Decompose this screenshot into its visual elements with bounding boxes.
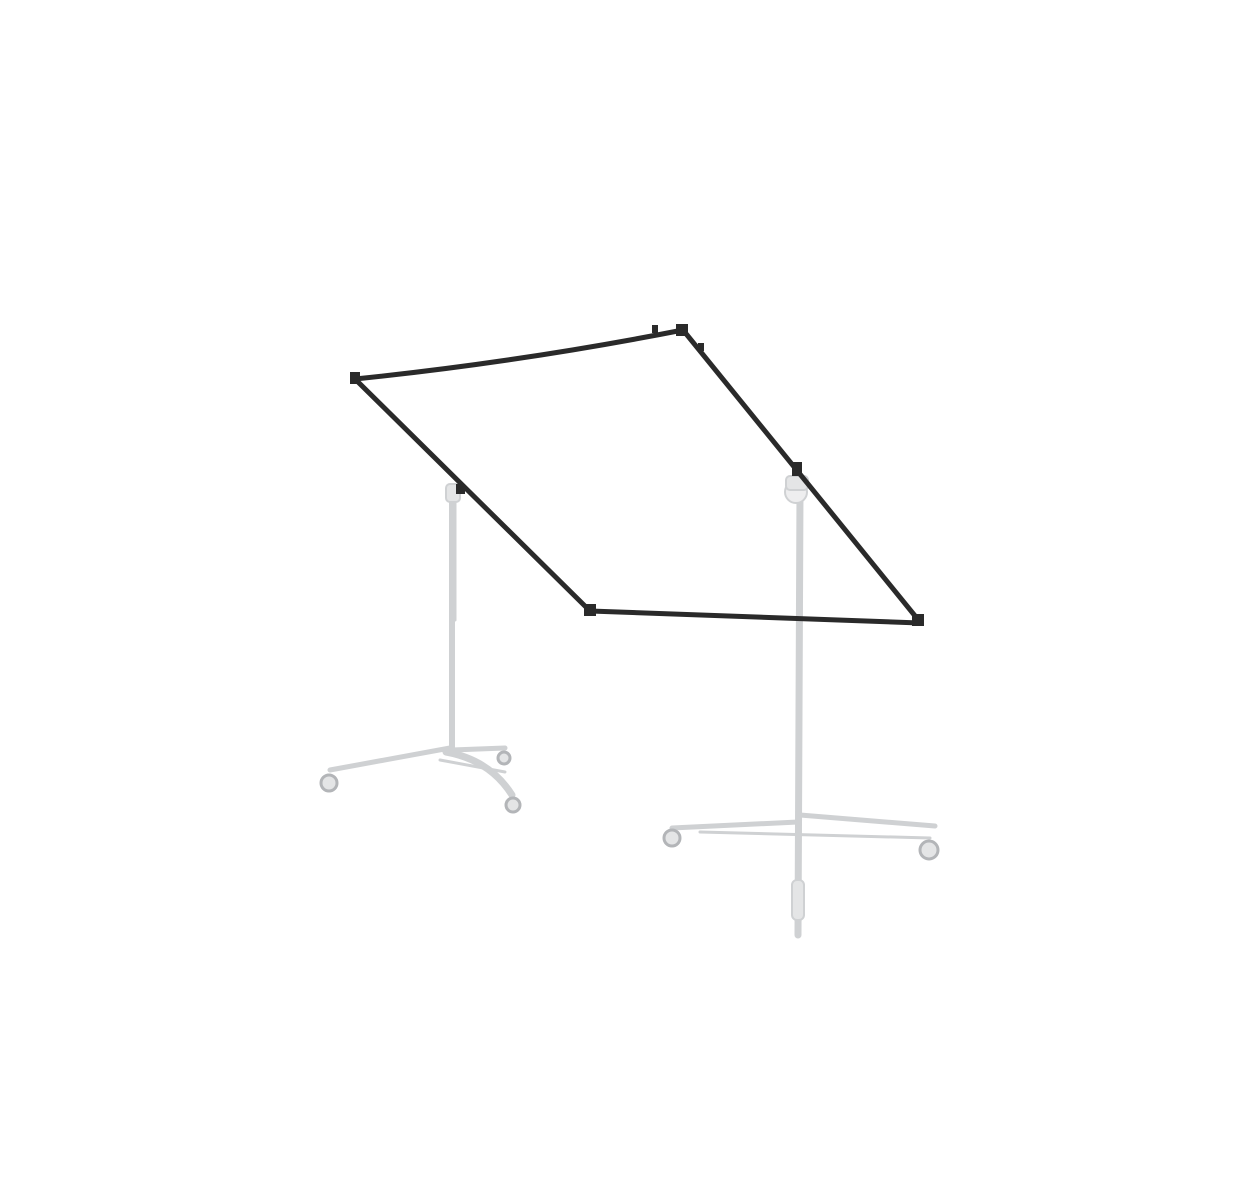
frame-corner-clamp (912, 614, 924, 626)
right-stand-leg (797, 812, 938, 829)
left-stand-leg-brace (438, 758, 507, 774)
frame-mount-clamp (456, 484, 465, 494)
frame-edge-clip (698, 343, 704, 351)
left-stand-wheel (496, 750, 512, 766)
right-stand-leg-brace (698, 830, 932, 840)
frame-mount-clamp (792, 462, 802, 476)
frame-left-bar (352, 376, 593, 614)
left-c-stand (319, 483, 522, 814)
right-stand-wheel (662, 828, 682, 848)
frame-corner-clamp (350, 372, 360, 384)
left-stand-wheel (504, 796, 522, 814)
right-stand-leg (669, 819, 801, 831)
left-stand-leg (327, 745, 453, 773)
frame-corner-clamp (584, 604, 596, 616)
right-stand-pole (794, 486, 804, 939)
right-c-stand (662, 475, 940, 939)
overhead-frame (350, 324, 924, 626)
right-stand-knuckle (791, 879, 805, 921)
left-stand-leg (449, 745, 508, 753)
left-stand-wheel (319, 773, 339, 793)
right-stand-wheel (918, 839, 940, 861)
frame-edge-clip (652, 325, 658, 333)
frame-bottom-bar (587, 608, 923, 626)
frame-corner-clamp (676, 324, 688, 336)
frame-top-bar (352, 327, 686, 382)
